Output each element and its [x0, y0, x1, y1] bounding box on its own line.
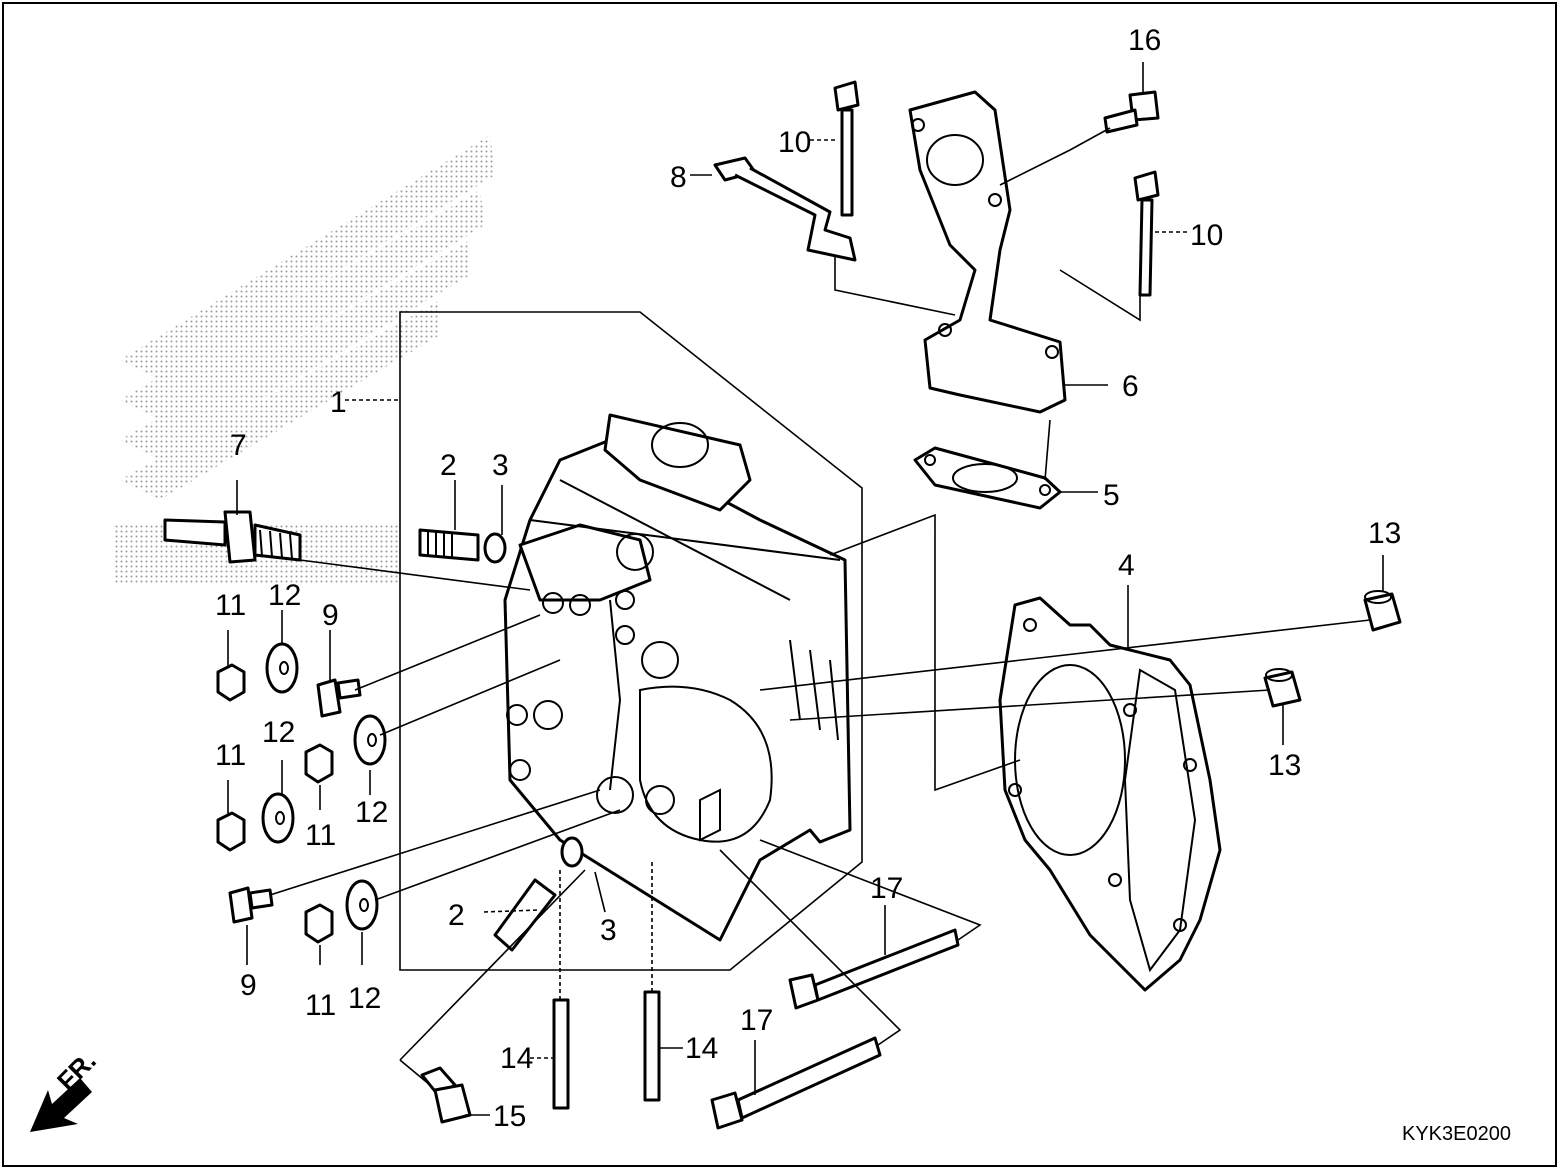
- washer-12-c: [353, 714, 387, 766]
- callout-6: 6: [1122, 370, 1139, 403]
- intake-pipe: [908, 90, 1067, 414]
- nut-11-a: [216, 663, 246, 702]
- callout-9: 9: [322, 599, 339, 632]
- callout-12: 12: [355, 796, 388, 829]
- bolt-17-lower: [710, 1036, 882, 1130]
- bolt-16: [1103, 90, 1160, 134]
- callout-10: 10: [1190, 219, 1223, 252]
- callout-11: 11: [305, 989, 336, 1022]
- callout-11: 11: [215, 739, 246, 772]
- callout-9: 9: [240, 969, 257, 1002]
- washer-12-a: [265, 642, 299, 694]
- bolt-9-lower: [228, 886, 274, 924]
- callout-12: 12: [268, 579, 301, 612]
- callout-2: 2: [448, 899, 465, 932]
- stud-bolt-upper: [418, 528, 480, 562]
- bolt-9-upper: [316, 678, 362, 718]
- callout-3: 3: [600, 914, 617, 947]
- bolt-10-upper: [833, 80, 860, 217]
- stud-bolt-lower: [493, 878, 557, 952]
- stud-14-right: [643, 990, 661, 1102]
- o-ring-lower: [560, 836, 584, 868]
- o-ring-upper: [483, 532, 507, 564]
- leader-lines: [227, 62, 1384, 1116]
- callout-labels: 1 2 2 3 3 4 5 6 7 8 9 9 10 10 11 11 11 1…: [215, 24, 1401, 1133]
- washer-12-d: [345, 879, 379, 931]
- diagram-code: KYK3E0200: [1402, 1123, 1511, 1145]
- callout-17: 17: [740, 1004, 773, 1037]
- callout-1: 1: [330, 386, 347, 419]
- callout-13: 13: [1368, 517, 1401, 550]
- callout-2: 2: [440, 449, 457, 482]
- nut-11-c: [304, 743, 334, 784]
- washer-12-b: [261, 792, 295, 844]
- callout-14: 14: [685, 1032, 718, 1065]
- callout-5: 5: [1103, 479, 1120, 512]
- callout-15: 15: [493, 1100, 526, 1133]
- cylinder-head-group-outline: [399, 311, 863, 971]
- dowel-pin-lower: [1263, 668, 1302, 708]
- bolt-17-upper: [788, 928, 960, 1010]
- bolt-10-right: [1133, 170, 1160, 297]
- callout-10: 10: [778, 126, 811, 159]
- callout-12: 12: [262, 716, 295, 749]
- bolt-15: [420, 1066, 472, 1124]
- direction-label: FR.: [51, 1045, 102, 1096]
- callout-17: 17: [870, 872, 903, 905]
- callout-8: 8: [670, 161, 687, 194]
- wire-bracket: [713, 156, 857, 262]
- callout-7: 7: [230, 429, 247, 462]
- callout-11: 11: [215, 589, 246, 622]
- callout-12: 12: [348, 982, 381, 1015]
- nut-11-b: [216, 811, 246, 852]
- head-gasket: [998, 596, 1222, 992]
- callout-4: 4: [1118, 549, 1135, 582]
- callout-3: 3: [492, 449, 509, 482]
- watermark-wing-logo: [115, 135, 495, 585]
- stud-14-left: [552, 998, 570, 1110]
- arrow-down-left-icon: [30, 1078, 92, 1132]
- callout-16: 16: [1128, 24, 1161, 57]
- spark-plug: [163, 510, 302, 564]
- intake-gasket: [913, 446, 1062, 510]
- callout-14: 14: [500, 1042, 533, 1075]
- cylinder-head: [503, 413, 852, 942]
- dowel-pin-upper: [1363, 590, 1402, 632]
- callout-13: 13: [1268, 749, 1301, 782]
- nut-11-d: [304, 903, 334, 944]
- callout-11: 11: [305, 819, 336, 852]
